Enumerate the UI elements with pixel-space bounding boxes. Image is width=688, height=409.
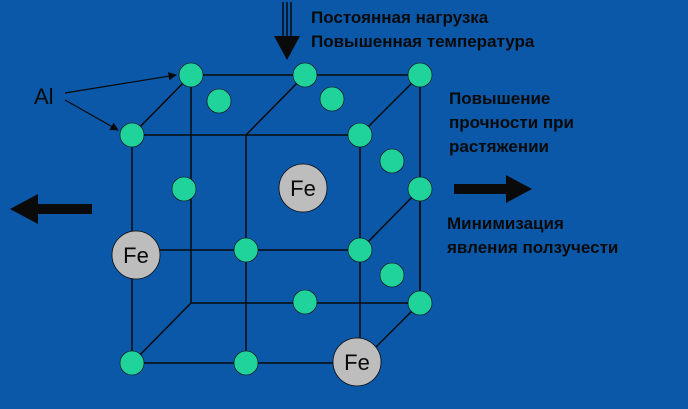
al-atom xyxy=(407,176,433,202)
top-mid-depth xyxy=(245,74,306,136)
right-mid-depth xyxy=(359,188,421,251)
al-pointer-lower xyxy=(64,99,119,131)
al-atom xyxy=(379,148,405,174)
al-atom xyxy=(407,290,433,316)
al-atom xyxy=(347,237,373,263)
al-label: Al xyxy=(34,84,54,109)
creep-label-line1: Минимизация xyxy=(447,214,564,233)
al-atom xyxy=(379,262,405,288)
fe-labels: Fe Fe Fe xyxy=(123,176,370,375)
fe-label: Fe xyxy=(123,243,149,268)
fe-atoms xyxy=(111,163,382,387)
fe-atom xyxy=(111,230,161,280)
al-atoms xyxy=(119,62,433,376)
load-label-line2: Повышенная температура xyxy=(311,32,535,51)
tension-arrow-right xyxy=(454,175,532,203)
cube-edges xyxy=(131,74,421,364)
al-pointers xyxy=(64,72,177,131)
al-atom xyxy=(407,62,433,88)
fe-label: Fe xyxy=(344,350,370,375)
al-atom xyxy=(171,176,197,202)
strength-label-line3: растяжении xyxy=(449,137,549,156)
fe-label: Fe xyxy=(290,176,316,201)
load-arrow xyxy=(274,2,300,60)
fe-atom xyxy=(332,337,382,387)
al-atom xyxy=(347,122,373,148)
strength-label-line2: прочности при xyxy=(449,113,574,132)
tension-arrow-left xyxy=(10,194,92,224)
al-pointer-upper xyxy=(64,72,177,94)
al-atom xyxy=(119,122,145,148)
edge-bottom-left xyxy=(131,302,192,364)
edge-top-right xyxy=(359,74,421,136)
al-atom xyxy=(292,289,318,315)
al-atom xyxy=(206,88,232,114)
al-atom xyxy=(319,86,345,112)
strength-label-line1: Повышение xyxy=(449,89,551,108)
al-atom xyxy=(233,237,259,263)
edge-top-left xyxy=(131,74,192,136)
al-atom xyxy=(292,62,318,88)
load-label-line1: Постоянная нагрузка xyxy=(311,8,489,27)
al-atom xyxy=(178,62,204,88)
fe-atom xyxy=(278,163,328,213)
al-atom xyxy=(233,350,259,376)
creep-label-line2: явления ползучести xyxy=(447,238,619,257)
al-atom xyxy=(119,350,145,376)
